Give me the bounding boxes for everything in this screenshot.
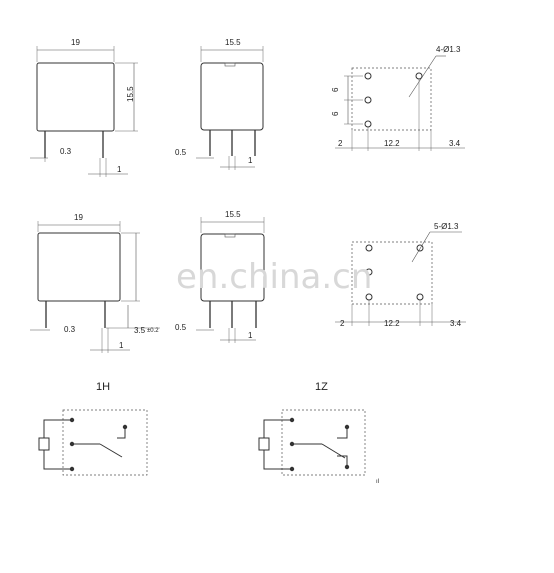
watermark: en.china.cn xyxy=(176,257,372,297)
schematic-1z-label: 1Z xyxy=(315,381,328,393)
row2-front-view: 15.5 0.5 1 xyxy=(175,210,265,343)
row2-footprint-right: 3.4 xyxy=(450,319,462,328)
row1-front-pin-width: 0.5 xyxy=(175,148,187,157)
schematic-1h-label: 1H xyxy=(96,381,110,393)
row2-side-pin-offset: 0.3 xyxy=(64,325,76,334)
row1-height: 15.5 xyxy=(126,86,135,102)
row1-side-pin-pitch: 1 xyxy=(117,165,122,174)
row1-front-pin-pitch: 1 xyxy=(248,156,253,165)
row2-pin-tol: ±0.2 xyxy=(147,328,159,334)
row1-front-view: 15.5 0.5 1 xyxy=(175,38,264,170)
row1-footprint-right: 3.4 xyxy=(449,139,461,148)
row2-holes-label: 5-Ø1.3 xyxy=(434,222,459,231)
row2-front-width: 15.5 xyxy=(225,210,241,219)
schematic-1z: 1Z xyxy=(258,381,366,476)
row2-side-view: 19 0.3 3.5 ±0.2 1 xyxy=(30,213,160,353)
stray-mark: ıl xyxy=(376,479,379,485)
schematic-1h: 1H xyxy=(38,381,148,476)
row1-footprint: 4-Ø1.3 6 6 2 12.2 3.4 xyxy=(331,45,465,151)
row2-footprint-mid: 12.2 xyxy=(384,319,400,328)
row1-footprint-left: 2 xyxy=(338,139,343,148)
row2-front-pin-width: 0.5 xyxy=(175,323,187,332)
row1-holes-label: 4-Ø1.3 xyxy=(436,45,461,54)
row2-footprint: 5-Ø1.3 2 12.2 3.4 xyxy=(335,222,466,328)
row1-front-width: 15.5 xyxy=(225,38,241,47)
row1-side-view: 19 15.5 0.3 1 xyxy=(30,38,138,177)
row2-pin-length: 3.5 xyxy=(134,326,146,335)
row1-hole-pitch-b: 6 xyxy=(331,111,340,116)
row2-footprint-left: 2 xyxy=(340,319,345,328)
row1-footprint-mid: 12.2 xyxy=(384,139,400,148)
row2-front-pin-pitch: 1 xyxy=(248,331,253,340)
row1-hole-pitch-a: 6 xyxy=(331,87,340,92)
row1-side-width: 19 xyxy=(71,38,80,47)
row2-side-width: 19 xyxy=(74,213,83,222)
row2-side-pin-pitch: 1 xyxy=(119,341,124,350)
row1-side-pin-offset: 0.3 xyxy=(60,147,72,156)
